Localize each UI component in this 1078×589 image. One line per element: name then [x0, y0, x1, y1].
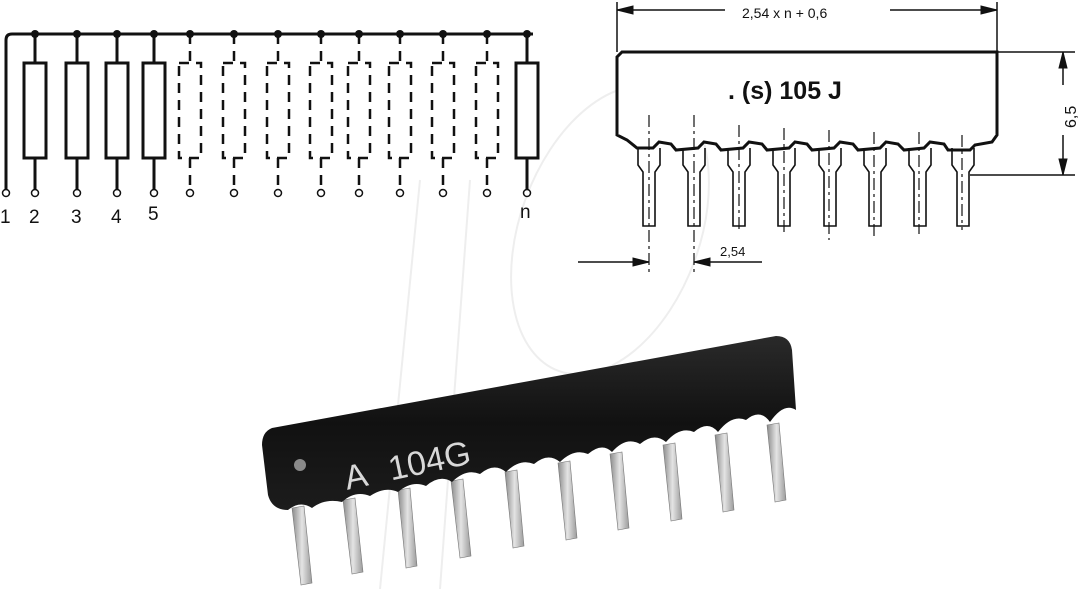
pin-terminal: [1, 188, 532, 198]
photo-body: [262, 336, 796, 510]
photo-pin: [291, 422, 787, 586]
pin-label-4: 4: [111, 207, 122, 228]
pin-labels: 1 2 3 4 5 n: [0, 202, 531, 228]
pitch-dimension-label: 2,54: [720, 244, 745, 259]
optional-resistor: [177, 34, 500, 190]
dimension-drawing: [578, 2, 1075, 275]
centerline: [648, 115, 963, 275]
orientation-dot: [294, 459, 306, 471]
pin-label-2: 2: [29, 207, 40, 228]
pin-label-5: 5: [148, 204, 159, 225]
dimension-marking-text: . (s) 105 J: [728, 77, 842, 105]
junction-dot: [31, 30, 531, 38]
width-formula-label: 2,54 x n + 0,6: [742, 5, 827, 21]
resistor-network-photo: [262, 336, 796, 586]
pin-label-n: n: [520, 202, 531, 223]
pin-label-3: 3: [71, 207, 82, 228]
pin-label-1: 1: [0, 207, 11, 228]
resistor-network-schematic: [1, 30, 540, 198]
solid-resistor: [22, 34, 540, 190]
dimension-pin: [637, 148, 975, 227]
height-dimension-label: 6,5: [1063, 106, 1078, 128]
